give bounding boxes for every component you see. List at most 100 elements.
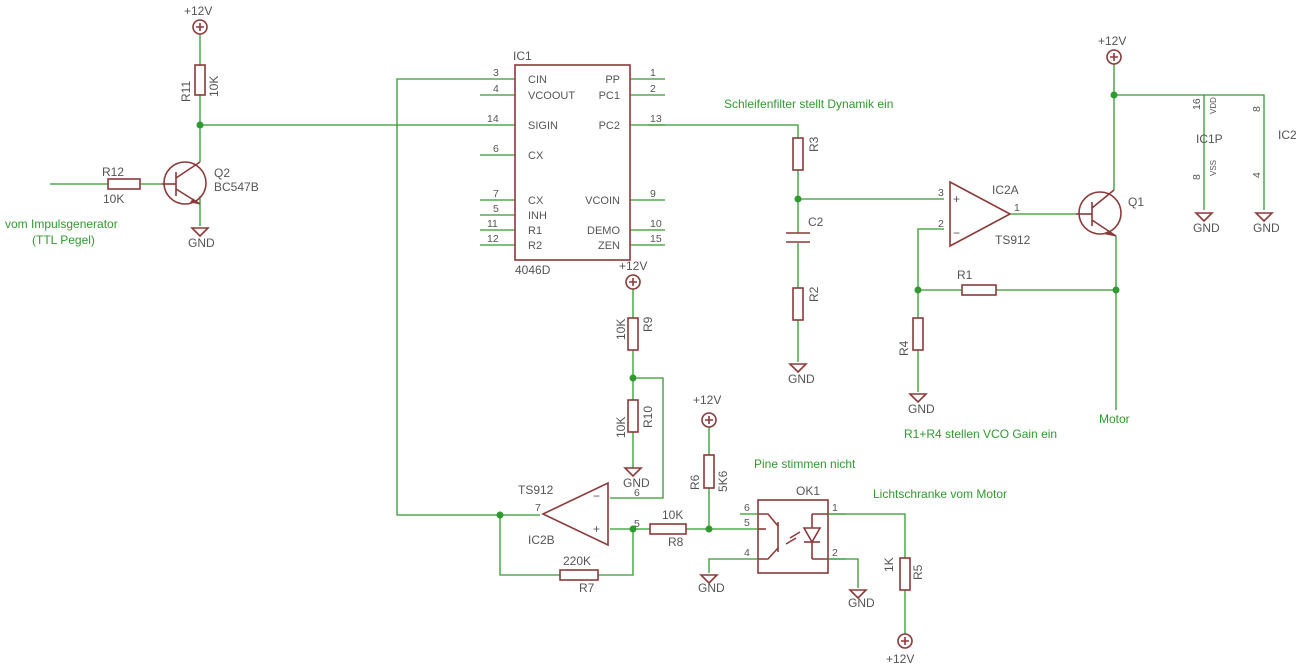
- svg-text:R10: R10: [641, 406, 655, 428]
- svg-text:R1: R1: [528, 225, 542, 237]
- note-light-barrier: Lichtschranke vom Motor: [873, 487, 1007, 501]
- svg-text:+12V: +12V: [886, 652, 914, 666]
- svg-text:10K: 10K: [662, 508, 683, 522]
- note-input-source: vom Impulsgenerator: [5, 217, 118, 231]
- svg-text:VDD: VDD: [1209, 97, 1218, 114]
- svg-text:TS912: TS912: [518, 483, 554, 497]
- svg-text:GND: GND: [1193, 221, 1220, 235]
- svg-text:13: 13: [650, 113, 662, 125]
- svg-text:GND: GND: [698, 581, 725, 595]
- supply-symbol: +12V: [619, 259, 647, 290]
- svg-text:SIGIN: SIGIN: [528, 120, 558, 132]
- svg-text:10K: 10K: [207, 76, 221, 97]
- svg-text:PC1: PC1: [599, 90, 620, 102]
- svg-text:GND: GND: [788, 372, 815, 386]
- svg-text:R8: R8: [668, 535, 684, 549]
- ground-symbol: GND: [848, 589, 875, 610]
- note-vco-gain: R1+R4 stellen VCO Gain ein: [904, 427, 1057, 441]
- svg-text:10: 10: [650, 218, 662, 230]
- svg-text:4: 4: [1251, 172, 1263, 178]
- svg-text:VCOIN: VCOIN: [585, 195, 620, 207]
- svg-text:GND: GND: [188, 236, 215, 250]
- transistor-q2: Q2 BC547B: [162, 161, 259, 205]
- ground-symbol: GND: [698, 574, 725, 595]
- note-pins-wrong: Pine stimmen nicht: [754, 457, 856, 471]
- svg-text:2: 2: [650, 83, 656, 95]
- svg-text:R2: R2: [807, 286, 821, 302]
- svg-text:GND: GND: [623, 476, 650, 490]
- svg-text:5K6: 5K6: [716, 470, 730, 492]
- ground-symbol: GND: [623, 467, 650, 490]
- svg-text:GND: GND: [848, 596, 875, 610]
- resistor-r9: 10K R9: [614, 316, 655, 351]
- svg-text:GND: GND: [1253, 221, 1280, 235]
- svg-text:CX: CX: [528, 195, 544, 207]
- opamp-minus-symbol: −: [953, 226, 960, 240]
- svg-text:6: 6: [744, 502, 750, 514]
- resistor-r6: R6 5K6: [688, 454, 730, 492]
- svg-text:ZEN: ZEN: [598, 240, 620, 252]
- svg-text:4: 4: [493, 83, 499, 95]
- resistor-r11: R11 10K: [179, 64, 221, 102]
- transistor-q1: Q1: [1076, 189, 1144, 237]
- svg-text:3: 3: [493, 67, 499, 79]
- svg-text:10K: 10K: [614, 417, 628, 438]
- svg-text:14: 14: [487, 113, 499, 125]
- svg-text:12: 12: [487, 233, 499, 245]
- svg-text:GND: GND: [908, 402, 935, 416]
- svg-text:2: 2: [938, 218, 944, 230]
- svg-text:5: 5: [493, 203, 499, 215]
- capacitor-c2: C2: [786, 215, 824, 243]
- svg-text:3: 3: [938, 187, 944, 199]
- svg-text:7: 7: [535, 502, 541, 514]
- svg-text:VCOOUT: VCOOUT: [528, 90, 575, 102]
- resistor-r3: R3: [792, 136, 821, 171]
- svg-text:2: 2: [832, 547, 838, 559]
- svg-text:8: 8: [1251, 106, 1263, 112]
- svg-text:Q2: Q2: [214, 166, 230, 180]
- junctions: [196, 91, 1120, 533]
- svg-text:220K: 220K: [563, 554, 591, 568]
- opamp-plus-symbol: +: [953, 192, 960, 206]
- svg-text:R3: R3: [807, 136, 821, 152]
- resistor-r1: R1: [957, 268, 997, 296]
- svg-text:R7: R7: [579, 581, 595, 595]
- svg-text:6: 6: [493, 143, 499, 155]
- svg-text:R12: R12: [102, 165, 124, 179]
- opamp-plus-symbol: +: [593, 522, 600, 536]
- svg-text:4046D: 4046D: [515, 263, 551, 277]
- svg-text:5: 5: [634, 518, 640, 530]
- supply-symbol: +12V: [1098, 34, 1126, 65]
- opamp-minus-symbol: −: [593, 489, 600, 503]
- ground-symbol: GND: [908, 393, 935, 416]
- ground-symbol: GND: [788, 363, 815, 386]
- note-motor: Motor: [1099, 412, 1130, 426]
- svg-text:+12V: +12V: [184, 4, 212, 18]
- svg-text:+12V: +12V: [693, 393, 721, 407]
- svg-text:VSS: VSS: [1209, 160, 1218, 176]
- svg-text:R6: R6: [688, 474, 702, 490]
- svg-text:CIN: CIN: [528, 74, 547, 86]
- svg-text:9: 9: [650, 188, 656, 200]
- ground-symbol: GND: [1193, 212, 1220, 235]
- resistor-r7: 220K R7: [559, 554, 599, 595]
- svg-text:10K: 10K: [614, 319, 628, 340]
- resistor-r12: R12 10K: [102, 165, 141, 206]
- svg-text:TS912: TS912: [995, 233, 1031, 247]
- svg-text:10K: 10K: [103, 192, 124, 206]
- resistor-r4: R4: [897, 317, 924, 356]
- ic1-4046d: IC1 4046D 3 4 14 6 7 5 11 12 CIN VCOOUT …: [487, 49, 662, 277]
- optocoupler-ok1: OK1 6 5 4 1 2: [740, 484, 846, 574]
- svg-text:R9: R9: [641, 316, 655, 332]
- svg-text:R2: R2: [528, 240, 542, 252]
- svg-text:8: 8: [1191, 174, 1203, 180]
- supply-symbol: +12V: [693, 393, 721, 428]
- annotations: vom Impulsgenerator (TTL Pegel) Schleife…: [5, 97, 1130, 501]
- note-loop-filter: Schleifenfilter stellt Dynamik ein: [724, 97, 893, 111]
- svg-text:OK1: OK1: [796, 484, 820, 498]
- svg-text:4: 4: [744, 547, 750, 559]
- svg-text:BC547B: BC547B: [214, 180, 259, 194]
- ground-symbol: GND: [188, 227, 215, 250]
- svg-text:IC1P: IC1P: [1196, 132, 1223, 146]
